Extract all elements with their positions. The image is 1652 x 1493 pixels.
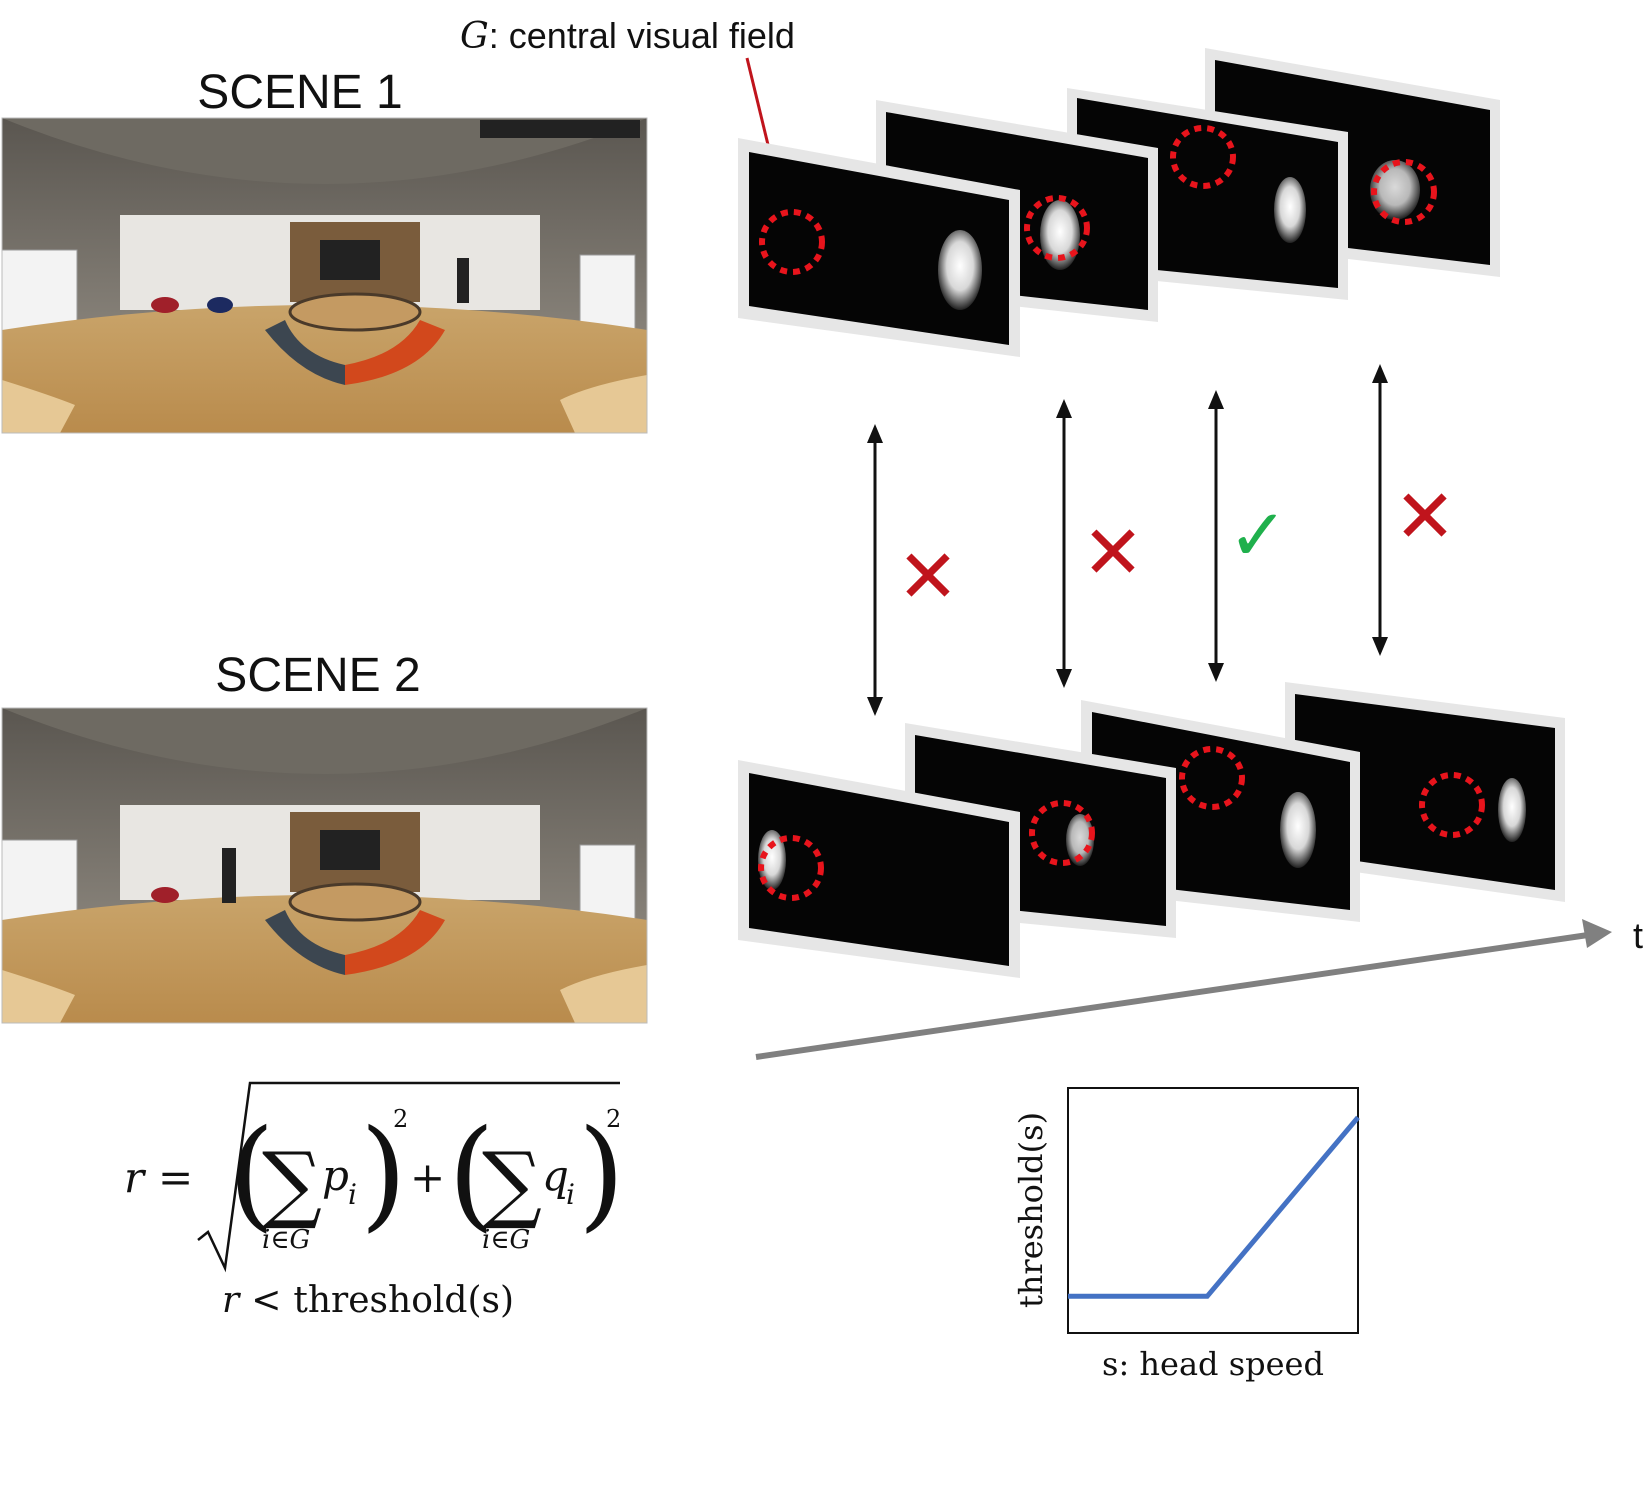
scene-1-title: SCENE 1 (197, 66, 402, 119)
condition-op: < (251, 1280, 281, 1321)
central-visual-field-circle (759, 209, 825, 275)
match-check: ✓ (1228, 496, 1288, 576)
sum-symbol-1: ∑ (262, 1134, 322, 1232)
power-2: 2 (606, 1105, 621, 1133)
time-axis-arrow (755, 919, 1612, 1060)
term-q: q (542, 1151, 569, 1200)
scene-2-panorama (1, 707, 648, 1024)
term-p-subscript: i (348, 1178, 357, 1211)
plus-sign: + (410, 1153, 445, 1202)
scene-2-title: SCENE 2 (215, 649, 420, 702)
left-paren-2: ( (448, 1105, 495, 1244)
g-symbol: G (460, 16, 489, 57)
formula-lhs: r (124, 1153, 147, 1202)
sum-index-2: i∈G (482, 1225, 530, 1255)
central-visual-field-circle (1029, 800, 1095, 866)
formula-equals: = (158, 1153, 193, 1202)
square-root-sign (197, 1081, 620, 1273)
term-q-subscript: i (566, 1178, 575, 1211)
scene-2-frame-1 (738, 760, 1020, 978)
mismatch-cross-3: ✕ (1394, 475, 1456, 558)
power-1: 2 (393, 1105, 408, 1133)
central-visual-field-label: G: central visual field (460, 15, 795, 57)
chart-y-label: threshold(s) (1012, 1112, 1050, 1308)
mismatch-cross-2: ✕ (1082, 511, 1144, 594)
time-axis-label: t (1633, 915, 1643, 956)
chart-x-label: s: head speed (1102, 1345, 1324, 1383)
scene-1-panorama (1, 117, 648, 434)
central-visual-field-circle (1419, 772, 1485, 838)
term-p: p (322, 1151, 349, 1200)
central-visual-field-circle (1170, 125, 1236, 189)
similarity-formula: r = ( ∑ i∈G p i ) 2 + ( ∑ i∈G q i ) 2 (124, 1081, 625, 1273)
sum-symbol-2: ∑ (482, 1134, 542, 1232)
threshold-chart: s: head speed threshold(s) (1012, 1087, 1360, 1383)
mismatch-cross-1: ✕ (897, 535, 959, 618)
right-paren-1: ) (360, 1105, 407, 1244)
comparison-arrow-3 (1208, 390, 1224, 682)
sum-index-1: i∈G (262, 1225, 310, 1255)
left-paren-1: ( (228, 1105, 275, 1244)
central-visual-field-circle (1371, 159, 1437, 225)
condition-var: r (222, 1280, 241, 1321)
central-visual-field-circle (758, 835, 824, 901)
condition-rhs: threshold(s) (293, 1280, 514, 1321)
central-visual-field-circle (1024, 195, 1090, 261)
annotation-text: : central visual field (489, 15, 795, 56)
comparison-arrow-2 (1056, 399, 1072, 688)
central-visual-field-circle (1179, 746, 1245, 810)
right-paren-2: ) (578, 1105, 625, 1244)
scene-1-frame-1 (738, 138, 1020, 357)
threshold-condition: r< threshold(s) (222, 1280, 514, 1321)
comparison-arrow-4 (1372, 364, 1388, 656)
comparison-arrow-1 (867, 424, 883, 716)
